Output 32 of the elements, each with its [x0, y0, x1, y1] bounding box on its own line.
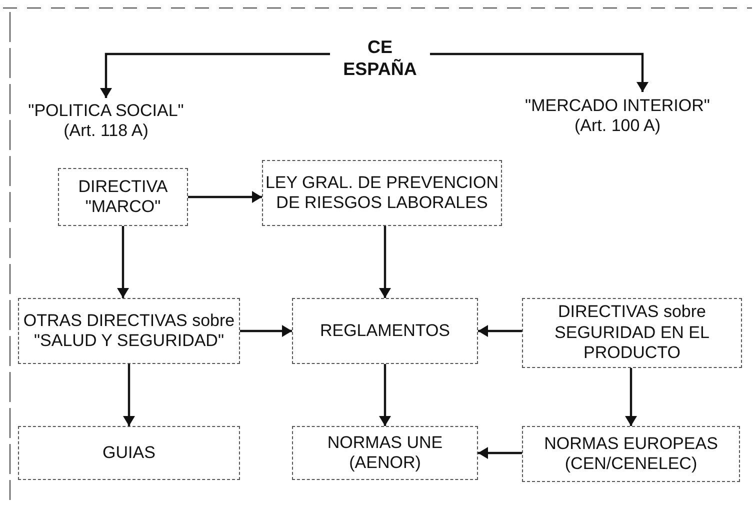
arrow: [117, 226, 129, 298]
process-box: [262, 160, 502, 226]
arrow: [478, 447, 522, 459]
box-text: NORMAS UNE (AENOR): [326, 432, 444, 474]
process-box: [522, 298, 742, 368]
article-reference: (Art. 100 A): [574, 116, 660, 136]
arrow: [188, 191, 262, 203]
process-box: [58, 168, 188, 226]
arrow: [123, 364, 135, 426]
box-text: NORMAS EUROPEAS (CEN/CENELEC): [543, 434, 719, 474]
process-box: [18, 426, 240, 480]
arrow: [379, 364, 391, 426]
arrow: [430, 52, 648, 92]
heading-text: "MERCADO INTERIOR": [525, 96, 710, 116]
title-text: CE ESPAÑA: [342, 37, 418, 81]
process-box: [522, 426, 740, 482]
heading-text: "POLITICA SOCIAL": [28, 100, 184, 121]
process-box: [18, 298, 240, 364]
box-text: OTRAS DIRECTIVAS sobre "SALUD Y SEGURIDAD": [22, 310, 236, 352]
box-text: GUIAS: [102, 442, 156, 464]
box-text: DIRECTIVAS sobre SEGURIDAD EN EL PRODUCTO: [554, 302, 710, 364]
arrow: [478, 325, 522, 337]
article-reference: (Art. 118 A): [64, 121, 148, 142]
arrow: [379, 226, 391, 298]
arrow: [100, 52, 330, 98]
arrow: [625, 368, 637, 426]
box-text: REGLAMENTOS: [320, 320, 450, 342]
box-text: DIRECTIVA "MARCO": [77, 176, 169, 218]
process-box: [292, 426, 478, 480]
box-text: LEY GRAL. DE PREVENCION DE RIESGOS LABORALES: [264, 172, 500, 214]
process-box: [292, 298, 478, 364]
arrow: [240, 325, 292, 337]
